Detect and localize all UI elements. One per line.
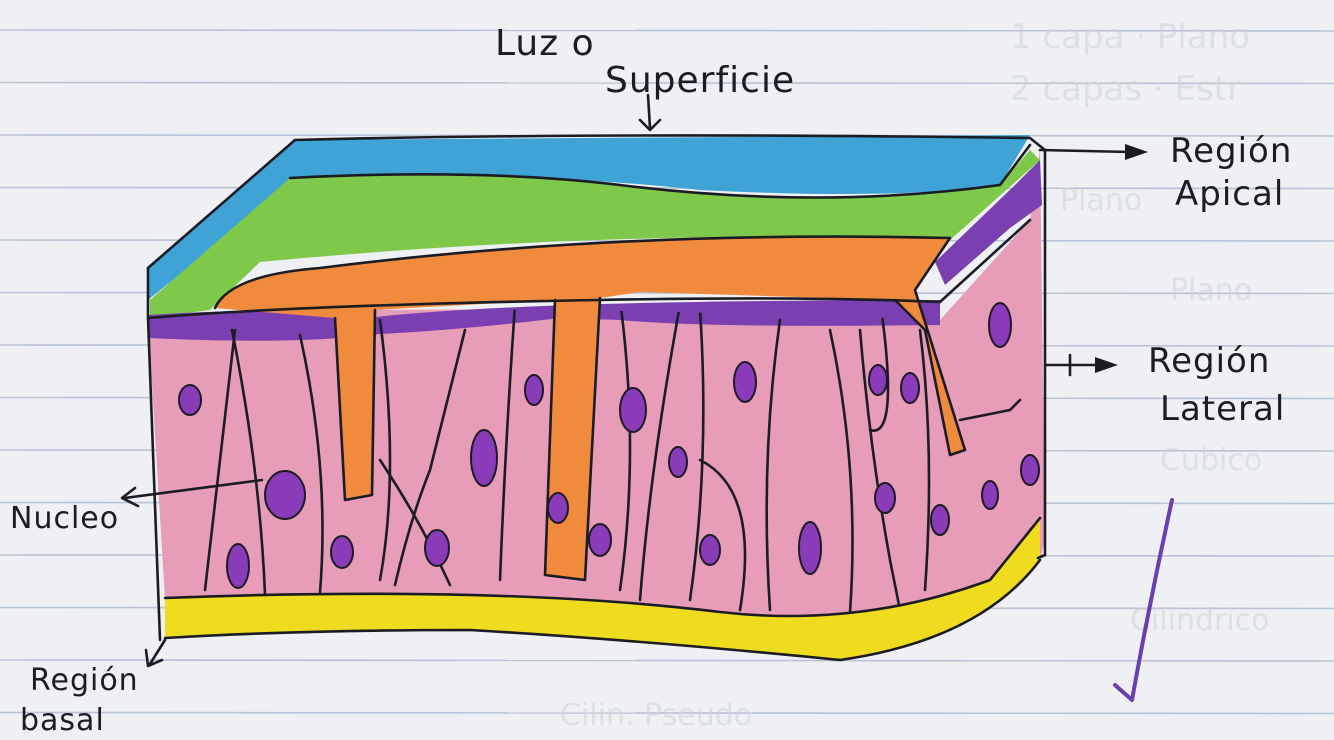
label-region-basal-1: Región [30,663,139,698]
label-luz: Luz o [495,23,595,64]
nucleus [471,430,497,486]
label-region-apical-2: Apical [1175,174,1284,214]
nucleus [620,388,646,432]
svg-text:1 capa · Plano: 1 capa · Plano [1010,17,1250,57]
svg-text:2 capas · Estr: 2 capas · Estr [1010,69,1241,109]
svg-text:Cilin. Pseudo: Cilin. Pseudo [560,698,752,733]
nucleus [875,483,895,513]
nucleus [548,493,568,523]
nucleus [179,385,201,415]
nucleus [227,544,249,588]
arrow-region-apical [1040,150,1130,152]
nucleus [331,536,353,568]
label-region-apical-1: Región [1170,131,1292,171]
nucleus [734,362,756,402]
svg-text:Plano: Plano [1170,273,1252,308]
nucleus [901,373,919,403]
label-region-lateral-1: Región [1148,341,1270,381]
nucleus [869,365,887,395]
nucleus [669,447,687,477]
svg-text:Plano: Plano [1060,183,1142,218]
ruled-line [0,660,1334,661]
nucleus [931,505,949,535]
nucleus [525,375,543,405]
label-region-basal-2: basal [20,703,105,738]
nucleus [589,524,611,556]
check-mark [1115,500,1172,700]
nucleus [799,522,821,574]
nucleus [700,535,720,565]
nucleus [1021,455,1039,485]
label-superficie: Superficie [605,60,795,101]
label-region-lateral-2: Lateral [1160,389,1285,429]
nucleus [265,471,305,519]
nucleus [425,530,449,566]
nucleus [982,481,998,509]
label-nucleo: Nucleo [10,501,119,536]
svg-text:Cubico: Cubico [1160,443,1262,478]
nucleus [989,303,1011,347]
